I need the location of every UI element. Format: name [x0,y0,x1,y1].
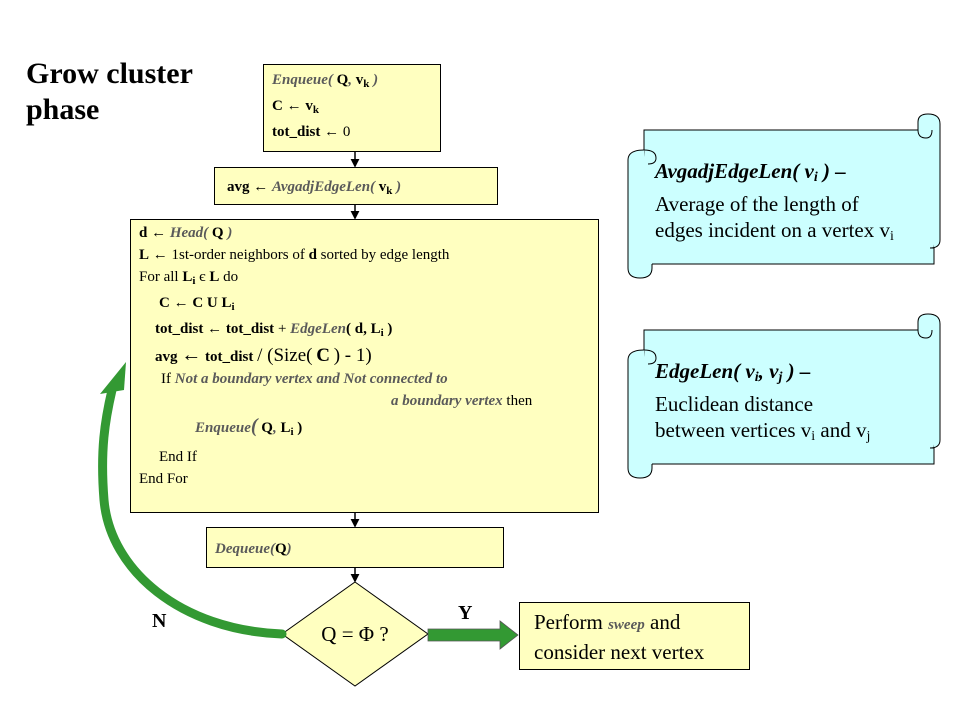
dequeue-box: Dequeue(Q) [206,527,504,568]
loop-line-if-cont: a boundary vertex then [391,393,533,409]
decision-diamond [281,581,429,687]
avg-init-line: avg ← AvgadjEdgeLen( vk ) [227,179,402,197]
note-scroll-2 [627,313,941,479]
init-line-totdist: tot_dist ← 0 [272,124,351,140]
note-2-heading: EdgeLen( vi, vj ) – [655,359,811,385]
loop-line-union: C ← C U Li [159,295,235,313]
loop-line-neighbors: L ← 1st-order neighbors of d sorted by e… [139,247,450,263]
note-1-line-2: Average of the length of [655,192,859,216]
loop-line-enqueue: Enqueue( Q, Li ) [195,415,303,438]
note-1-text: AvgadjEdgeLen( vi ) – Average of the len… [655,158,894,250]
loop-line-avg: avg ← tot_dist / (Size( C ) - 1) [155,344,372,366]
yes-label: Y [458,602,473,624]
init-box: Enqueue( Q, vk ) C ← vk tot_dist ← 0 [263,64,441,152]
grow-loop-box: d ← Head( Q ) L ← 1st-order neighbors of… [130,219,599,513]
result-line-2: consider next vertex [534,640,705,664]
loop-line-totdist: tot_dist ← tot_dist + EdgeLen( d, Li ) [155,321,393,339]
loop-line-endif: End If [159,449,197,465]
decision-text: Q = Φ ? [321,622,389,646]
yes-arrow [427,620,519,650]
dequeue-line: Dequeue(Q) [215,541,292,557]
note-1-heading: AvgadjEdgeLen( vi ) – [655,159,846,185]
title-line-1: Grow cluster [26,57,193,90]
init-line-c: C ← vk [272,98,319,116]
loop-line-endfor: End For [139,471,188,487]
page-title: Grow cluster phase [26,56,193,128]
no-label: N [152,610,167,632]
loop-line-if: If Not a boundary vertex and Not connect… [161,371,448,387]
result-line-1: Perform sweep and [534,610,681,634]
note-2-text: EdgeLen( vi, vj ) – Euclidean distance b… [655,358,870,450]
loop-line-forall: For all Li є L do [139,269,239,287]
avg-box: avg ← AvgadjEdgeLen( vk ) [214,167,498,205]
note-2-line-2: Euclidean distance [655,392,814,416]
title-line-2: phase [26,93,100,126]
init-line-enqueue: Enqueue( Q, vk ) [272,72,379,90]
note-1-line-3: edges incident on a vertex vi [655,218,894,244]
no-loop-arrow [98,362,287,639]
note-2-line-3: between vertices vi and vj [655,418,871,444]
note-scroll-1 [627,113,941,279]
loop-line-head: d ← Head( Q ) [139,225,233,241]
result-box: Perform sweep and consider next vertex [519,602,750,670]
